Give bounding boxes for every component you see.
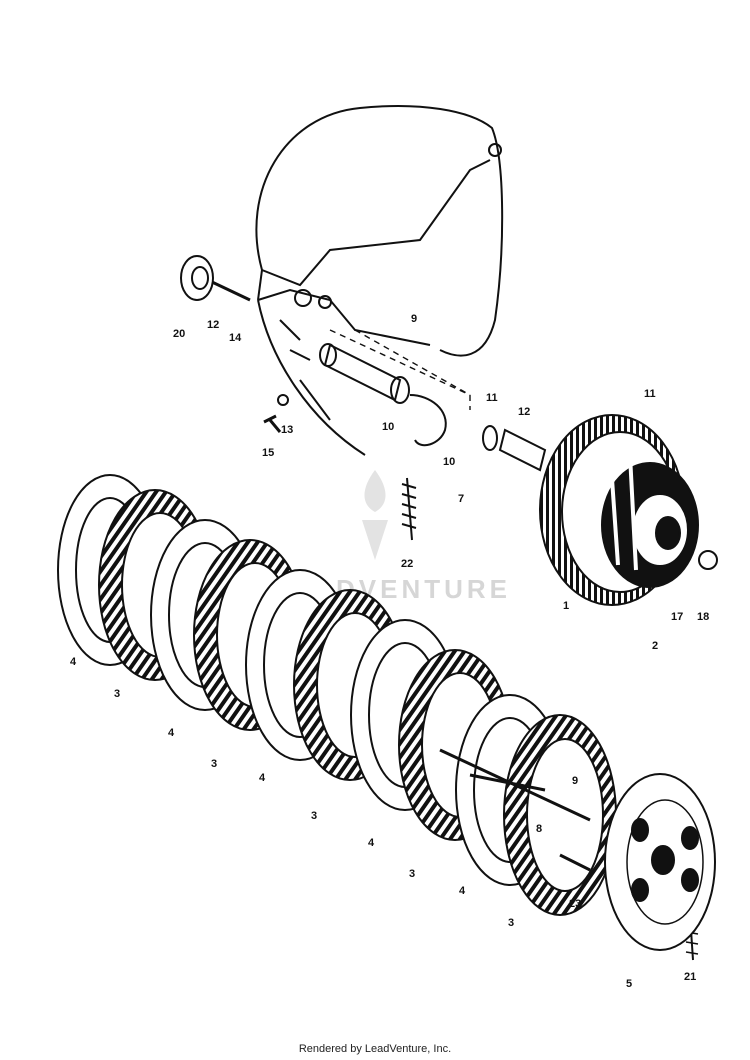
callout-8: 8	[536, 823, 542, 835]
callout-4: 4	[459, 885, 466, 897]
callout-18: 18	[697, 611, 709, 623]
clutch-cover	[255, 105, 504, 456]
callout-23: 23	[569, 898, 581, 910]
callout-11: 11	[644, 388, 656, 400]
callout-1: 1	[563, 600, 569, 612]
callout-4: 4	[168, 727, 175, 739]
callout-13: 13	[281, 424, 293, 436]
callout-22: 22	[401, 558, 413, 570]
footer-credit: Rendered by LeadVenture, Inc.	[298, 1043, 452, 1055]
callout-21: 21	[684, 971, 696, 983]
friction-plate-5	[503, 714, 617, 916]
callout-14: 14	[229, 332, 242, 344]
callout-15: 15	[262, 447, 274, 459]
callout-labels: 20 12 14 9 11 12 11 13 15 10 10 7 22 1 2…	[70, 313, 709, 990]
clutch-housing	[539, 414, 718, 606]
plate-stack	[57, 474, 617, 916]
flame-logo-icon	[362, 470, 388, 560]
callout-3: 3	[114, 688, 120, 700]
callout-3: 3	[311, 810, 317, 822]
callout-9: 9	[572, 775, 578, 787]
callout-11: 11	[486, 392, 498, 404]
callout-10: 10	[443, 456, 455, 468]
callout-4: 4	[70, 656, 77, 668]
callout-4: 4	[259, 772, 266, 784]
callout-12: 12	[518, 406, 530, 418]
callout-12: 12	[207, 319, 219, 331]
callout-3: 3	[409, 868, 415, 880]
release-shaft-assembly	[180, 255, 547, 541]
pressure-plate	[604, 773, 716, 951]
callout-9: 9	[411, 313, 417, 325]
callout-17: 17	[671, 611, 683, 623]
callout-7: 7	[458, 493, 464, 505]
callout-20: 20	[173, 328, 185, 340]
callout-10: 10	[382, 421, 394, 433]
callout-5: 5	[626, 978, 632, 990]
callout-2: 2	[652, 640, 658, 652]
callout-3: 3	[508, 917, 514, 929]
callout-3: 3	[211, 758, 217, 770]
callout-4: 4	[368, 837, 375, 849]
